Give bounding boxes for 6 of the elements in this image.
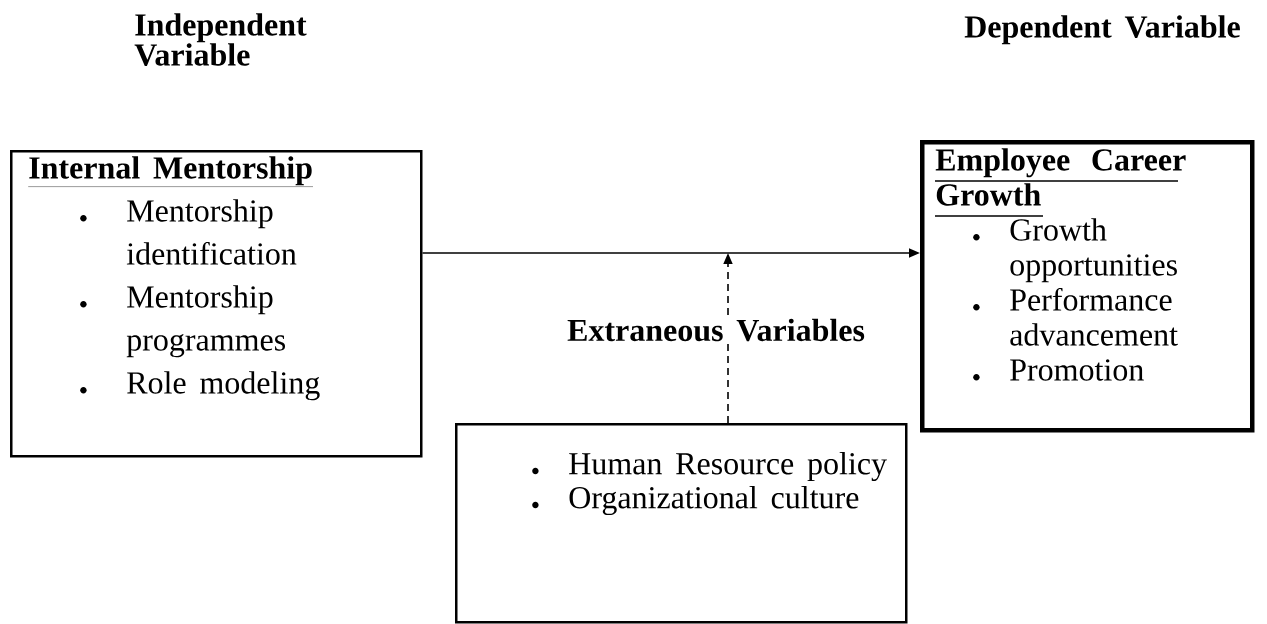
variable-box: Internal Mentorship Mentorship identification Mentorship programmes Role modeling [10,150,423,458]
heading-label: Dependent Variable [964,15,1240,45]
variable-box: Human Resource policy Organizational culture [455,423,908,624]
heading-label: Extraneous Variables [566,317,866,343]
variable-box: Employee Career Growth Growth opportunities Performance advancement Promotion [920,140,1255,433]
heading-label: Independent Variable [134,13,307,66]
